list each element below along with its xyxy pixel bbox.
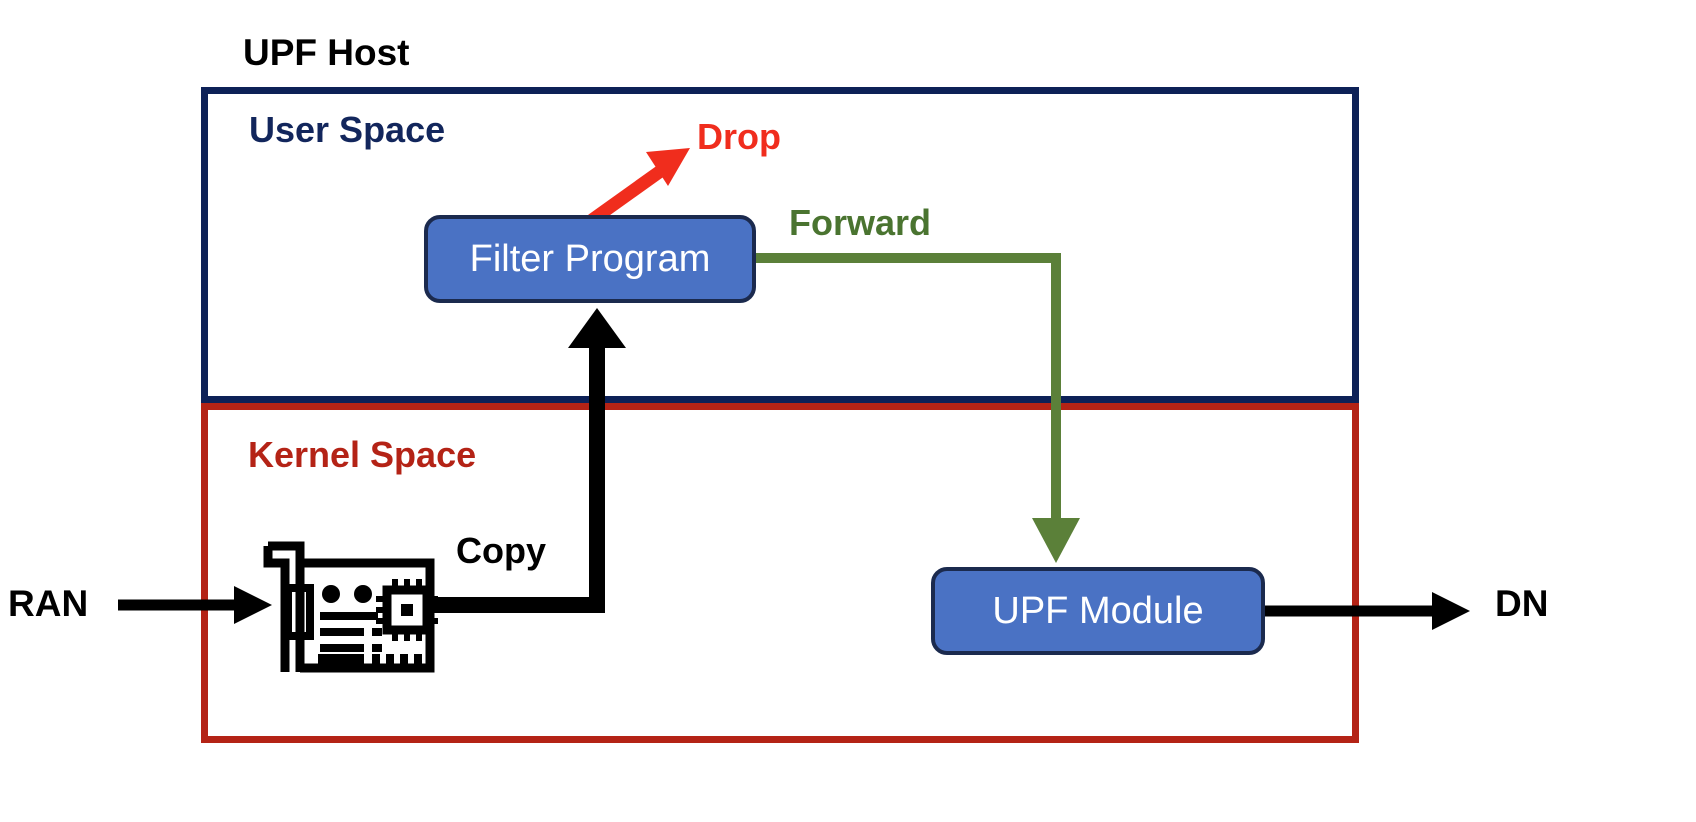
upf-host-title: UPF Host <box>243 32 410 73</box>
upf-module-node[interactable]: UPF Module <box>931 567 1265 655</box>
kernel-space-label: Kernel Space <box>248 434 477 475</box>
user-space-label: User Space <box>249 109 446 150</box>
kernel-space-region <box>201 403 1359 743</box>
user-space-region <box>201 87 1359 403</box>
copy-label: Copy <box>456 530 546 571</box>
forward-label: Forward <box>789 202 932 243</box>
filter-program-node[interactable]: Filter Program <box>424 215 756 303</box>
drop-label: Drop <box>697 116 781 157</box>
dn-endpoint-label: DN <box>1495 583 1549 624</box>
ran-endpoint-label: RAN <box>8 583 89 624</box>
